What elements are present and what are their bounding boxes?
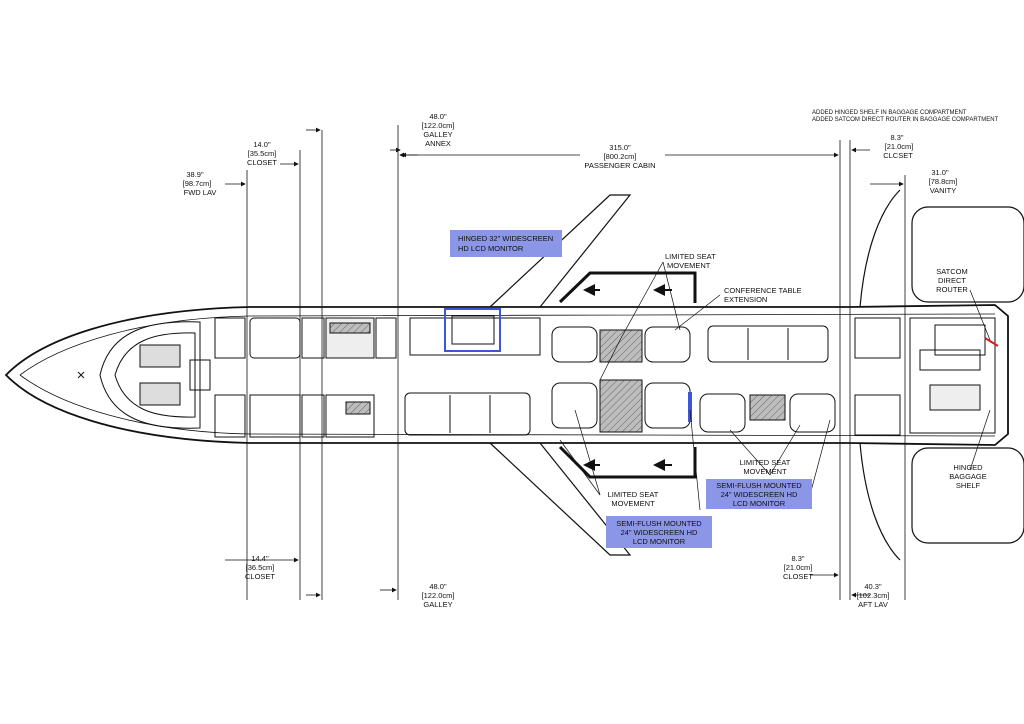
svg-text:38.9": 38.9" xyxy=(186,170,204,179)
svg-text:HINGED 32" WIDESCREEN: HINGED 32" WIDESCREEN xyxy=(458,234,553,243)
note-line-1: ADDED HINGED SHELF IN BAGGAGE COMPARTMEN… xyxy=(812,110,967,116)
svg-text:[36.5cm]: [36.5cm] xyxy=(246,563,275,572)
fuselage xyxy=(4,304,1009,446)
svg-text:8.3": 8.3" xyxy=(791,554,804,563)
svg-text:PASSENGER CABIN: PASSENGER CABIN xyxy=(584,161,655,170)
dim-vanity: 31.0" [78.8cm] VANITY xyxy=(929,168,958,195)
svg-text:LCD MONITOR: LCD MONITOR xyxy=(733,499,786,508)
engines xyxy=(859,189,1024,561)
svg-text:315.0": 315.0" xyxy=(609,143,631,152)
svg-text:ANNEX: ANNEX xyxy=(425,139,451,148)
svg-text:CLOSET: CLOSET xyxy=(783,572,813,581)
aft-seating xyxy=(699,325,836,433)
svg-text:40.3": 40.3" xyxy=(864,582,882,591)
svg-text:LCD MONITOR: LCD MONITOR xyxy=(633,537,686,546)
svg-text:HD LCD MONITOR: HD LCD MONITOR xyxy=(458,244,524,253)
station-lines xyxy=(246,125,906,600)
svg-text:GALLEY: GALLEY xyxy=(423,600,452,609)
svg-text:[102.3cm]: [102.3cm] xyxy=(857,591,890,600)
aft-lav-baggage xyxy=(854,317,999,436)
callout-semiflush-left: SEMI-FLUSH MOUNTED 24" WIDESCREEN HD LCD… xyxy=(606,516,712,548)
dim-galley-bottom: 48.0" [122.0cm] GALLEY xyxy=(422,582,455,609)
svg-text:24" WIDESCREEN HD: 24" WIDESCREEN HD xyxy=(721,490,798,499)
svg-text:8.3": 8.3" xyxy=(890,133,903,142)
callout-semiflush-right: SEMI-FLUSH MOUNTED 24" WIDESCREEN HD LCD… xyxy=(706,479,812,509)
svg-text:SEMI-FLUSH MOUNTED: SEMI-FLUSH MOUNTED xyxy=(716,481,802,490)
svg-text:14.4": 14.4" xyxy=(251,554,269,563)
callout-leaders xyxy=(559,261,991,511)
galley-annex xyxy=(409,308,541,356)
callout-limited-seat-top: LIMITED SEAT MOVEMENT xyxy=(665,252,716,270)
svg-text:HINGED: HINGED xyxy=(953,463,983,472)
dim-closet-aft: 8.3" [21.0cm] CLCSET xyxy=(883,133,913,160)
svg-text:14.0": 14.0" xyxy=(253,140,271,149)
galley-boxes xyxy=(558,271,697,479)
dim-fwd-lav: 38.9" [98.7cm] FWD LAV xyxy=(183,170,217,197)
forward-compartments xyxy=(214,317,397,438)
dim-closet-fwd: 14.0" [35.5cm] CLOSET xyxy=(247,140,277,167)
svg-text:DIRECT: DIRECT xyxy=(938,276,966,285)
svg-text:MOVEMENT: MOVEMENT xyxy=(743,467,787,476)
svg-text:CLOSET: CLOSET xyxy=(247,158,277,167)
svg-text:CLOSET: CLOSET xyxy=(245,572,275,581)
svg-text:EXTENSION: EXTENSION xyxy=(724,295,767,304)
monitor-32-box xyxy=(444,308,501,352)
callout-hinged-shelf: HINGED BAGGAGE SHELF xyxy=(949,463,987,490)
svg-text:GALLEY: GALLEY xyxy=(423,130,452,139)
dim-passenger-cabin: 315.0" [800.2cm] PASSENGER CABIN xyxy=(584,143,655,170)
svg-text:BAGGAGE: BAGGAGE xyxy=(949,472,987,481)
svg-text:[122.0cm]: [122.0cm] xyxy=(422,591,455,600)
svg-text:[98.7cm]: [98.7cm] xyxy=(183,179,212,188)
dim-closet-aft-bottom: 8.3" [21.0cm] CLOSET xyxy=(783,554,813,581)
cockpit xyxy=(77,321,211,429)
svg-text:48.0": 48.0" xyxy=(429,112,447,121)
svg-text:[35.5cm]: [35.5cm] xyxy=(248,149,277,158)
svg-text:CLCSET: CLCSET xyxy=(883,151,913,160)
dim-closet-fwd-bottom: 14.4" [36.5cm] CLOSET xyxy=(245,554,275,581)
callout-satcom: SATCOM DIRECT ROUTER xyxy=(936,267,968,294)
svg-text:FWD LAV: FWD LAV xyxy=(184,188,217,197)
dimension-lines xyxy=(225,127,904,598)
dim-aft-lav: 40.3" [102.3cm] AFT LAV xyxy=(857,582,890,609)
svg-text:[122.0cm]: [122.0cm] xyxy=(422,121,455,130)
svg-text:24" WIDESCREEN HD: 24" WIDESCREEN HD xyxy=(621,528,698,537)
svg-text:[800.2cm]: [800.2cm] xyxy=(604,152,637,161)
svg-text:AFT LAV: AFT LAV xyxy=(858,600,888,609)
divan-forward xyxy=(404,392,531,436)
svg-text:SATCOM: SATCOM xyxy=(936,267,968,276)
svg-text:SHELF: SHELF xyxy=(956,481,981,490)
svg-text:CONFERENCE TABLE: CONFERENCE TABLE xyxy=(724,286,802,295)
club-seating xyxy=(551,326,692,433)
svg-text:ROUTER: ROUTER xyxy=(936,285,968,294)
svg-text:31.0": 31.0" xyxy=(931,168,949,177)
svg-text:[21.0cm]: [21.0cm] xyxy=(784,563,813,572)
note-line-2: ADDED SATCOM DIRECT ROUTER IN BAGGAGE CO… xyxy=(812,117,999,123)
dim-galley-annex: 48.0" [122.0cm] GALLEY ANNEX xyxy=(422,112,455,148)
callout-monitor-32: HINGED 32" WIDESCREEN HD LCD MONITOR xyxy=(450,230,562,257)
callout-limited-seat-mid: LIMITED SEAT MOVEMENT xyxy=(740,458,791,476)
svg-text:LIMITED SEAT: LIMITED SEAT xyxy=(608,490,659,499)
callout-conference-table: CONFERENCE TABLE EXTENSION xyxy=(724,286,802,304)
svg-text:LIMITED SEAT: LIMITED SEAT xyxy=(665,252,716,261)
svg-text:48.0": 48.0" xyxy=(429,582,447,591)
svg-text:LIMITED SEAT: LIMITED SEAT xyxy=(740,458,791,467)
callout-limited-seat-bottom: LIMITED SEAT MOVEMENT xyxy=(608,490,659,508)
svg-text:[21.0cm]: [21.0cm] xyxy=(885,142,914,151)
svg-text:[78.8cm]: [78.8cm] xyxy=(929,177,958,186)
svg-text:SEMI-FLUSH MOUNTED: SEMI-FLUSH MOUNTED xyxy=(616,519,702,528)
svg-text:MOVEMENT: MOVEMENT xyxy=(611,499,655,508)
svg-text:VANITY: VANITY xyxy=(930,186,957,195)
svg-text:MOVEMENT: MOVEMENT xyxy=(667,261,711,270)
